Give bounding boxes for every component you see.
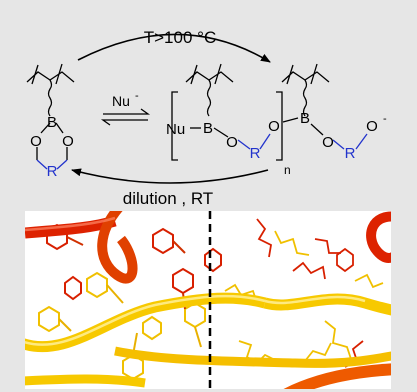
side-ring (204, 247, 222, 273)
side-chain (354, 273, 384, 289)
repeat-index: n (284, 163, 291, 177)
side-ring (152, 227, 174, 255)
oxygen-label: O (30, 133, 42, 150)
oxygen-label: O (226, 134, 238, 151)
cyclic-r-linker (36, 159, 68, 170)
boron-label: B (300, 110, 310, 127)
boron-label: B (203, 120, 213, 137)
oxygen-label: O (268, 118, 280, 135)
equilibrium-arrows (100, 108, 151, 126)
side-chain (256, 218, 272, 258)
backbone-tube-yellow (263, 293, 391, 316)
oxygen-label: O (322, 134, 334, 151)
backbone-tube-red (366, 211, 391, 263)
molecular-render-panel (25, 211, 391, 389)
side-chain (292, 261, 326, 280)
side-chain (314, 238, 341, 254)
side-ring (142, 315, 162, 341)
phenoxide-charge: - (383, 113, 387, 125)
backbone-tube-yellow (25, 374, 146, 388)
side-ring (64, 275, 82, 301)
boron-label: B (47, 114, 57, 131)
side-ring (336, 247, 354, 273)
oxygen-label: O (62, 133, 74, 150)
phenoxide-oxygen: O (366, 118, 378, 135)
heat-condition: T>100 °C (144, 28, 216, 47)
backbone-tube-yellow (114, 346, 391, 368)
side-chain (304, 342, 332, 362)
r-group-label: R (345, 145, 356, 162)
side-ring (172, 267, 194, 295)
nucleophile-label: Nu (112, 93, 130, 109)
backbone-tube-orange (283, 363, 391, 389)
reaction-scheme: T>100 °C dilution , RT B O O R Nu - (26, 28, 387, 208)
r-group-label: R (250, 145, 261, 162)
nucleophile-charge: - (135, 90, 139, 102)
side-chain (324, 320, 352, 360)
cyclic-boronate (26, 63, 75, 160)
side-ring (86, 271, 108, 299)
forward-arrow (77, 33, 271, 63)
side-ring (38, 305, 60, 333)
polymer-network-render (25, 211, 391, 389)
open-r-linker (237, 133, 368, 150)
reverse-arrow (71, 168, 269, 184)
r-group-label: R (47, 163, 58, 180)
backbone-tube-red (97, 211, 138, 284)
nucleophile-attached: Nu (166, 121, 185, 138)
dilution-condition: dilution , RT (123, 189, 213, 208)
backbone-tube-yellow (25, 292, 267, 353)
side-chain (274, 230, 310, 256)
open-boronate (171, 63, 330, 161)
